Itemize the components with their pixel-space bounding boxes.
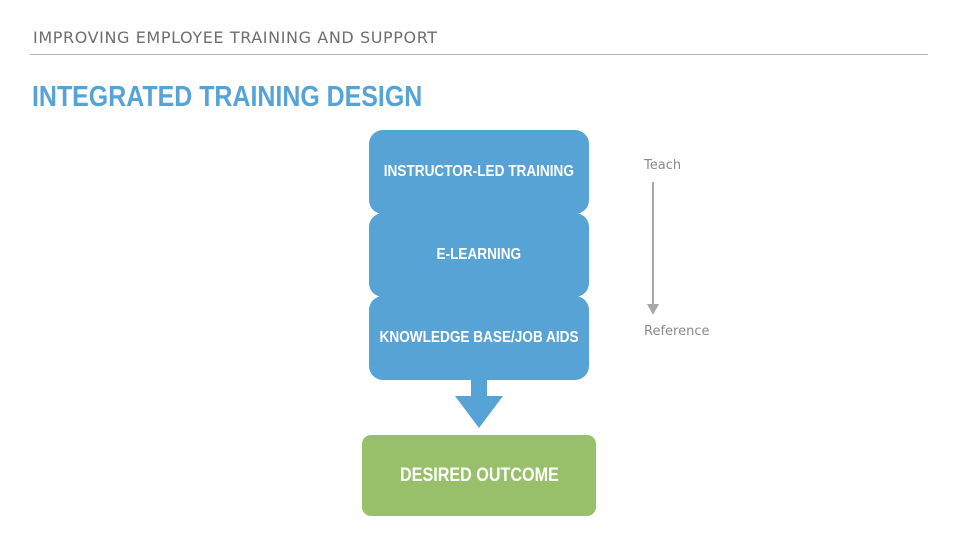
stack-block-label: KNOWLEDGE BASE/JOB AIDS [379, 329, 579, 346]
down-arrow-shape [455, 378, 503, 428]
desired-outcome-label: DESIRED OUTCOME [399, 464, 559, 486]
stack-block-label: E-LEARNING [436, 246, 522, 263]
scale-label-teach: Teach [644, 158, 682, 173]
slide-header: IMPROVING EMPLOYEE TRAINING AND SUPPORT [33, 28, 438, 47]
header-divider [30, 54, 928, 55]
slide-title: INTEGRATED TRAINING DESIGN [32, 81, 423, 113]
scale-label-reference: Reference [644, 324, 710, 339]
down-arrow-icon [455, 378, 503, 428]
stack-block-knowledge-base: KNOWLEDGE BASE/JOB AIDS [369, 296, 589, 380]
stack-block-label: INSTRUCTOR-LED TRAINING [383, 163, 575, 180]
desired-outcome-block: DESIRED OUTCOME [362, 435, 596, 516]
stack-block-instructor-led: INSTRUCTOR-LED TRAINING [369, 130, 589, 214]
stack-block-e-learning: E-LEARNING [369, 213, 589, 297]
scale-arrow-head [647, 304, 659, 315]
teach-to-reference-arrow-icon [647, 182, 659, 315]
